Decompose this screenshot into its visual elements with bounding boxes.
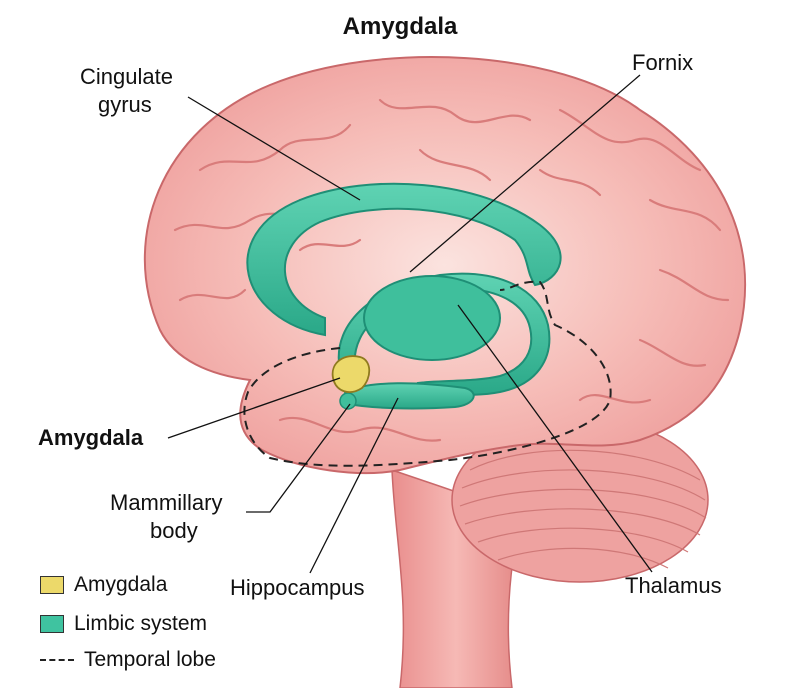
legend-item-temporal-lobe: Temporal lobe <box>40 648 216 672</box>
label-mammillary-line1: Mammillary <box>110 490 223 515</box>
label-thalamus: Thalamus <box>625 573 722 598</box>
amygdala-swatch <box>40 576 64 594</box>
label-cingulate-gyrus-line2: gyrus <box>98 92 152 117</box>
legend-item-limbic-system: Limbic system <box>40 612 207 636</box>
legend-item-amygdala: Amygdala <box>40 573 167 597</box>
thalamus <box>363 275 501 361</box>
amygdala-shape <box>331 355 371 393</box>
label-mammillary-line2: body <box>150 518 198 543</box>
diagram-title: Amygdala <box>342 13 458 40</box>
leader-lines <box>167 74 653 574</box>
label-amygdala: Amygdala <box>38 425 144 450</box>
legend-label: Limbic system <box>74 612 208 635</box>
dashed-line-swatch <box>40 659 74 661</box>
legend-label: Temporal lobe <box>84 648 216 671</box>
hippocampus <box>343 382 475 410</box>
mammillary-body <box>339 392 357 410</box>
limbic-swatch <box>40 615 64 633</box>
gyri-folds <box>173 98 730 442</box>
cingulate-gyrus <box>246 182 562 337</box>
legend-label: Amygdala <box>74 573 168 596</box>
label-hippocampus: Hippocampus <box>230 575 365 600</box>
cerebrum <box>143 56 747 475</box>
label-cingulate-gyrus-line1: Cingulate <box>80 64 173 89</box>
temporal-lobe-outline <box>243 280 612 467</box>
label-fornix: Fornix <box>632 50 694 75</box>
